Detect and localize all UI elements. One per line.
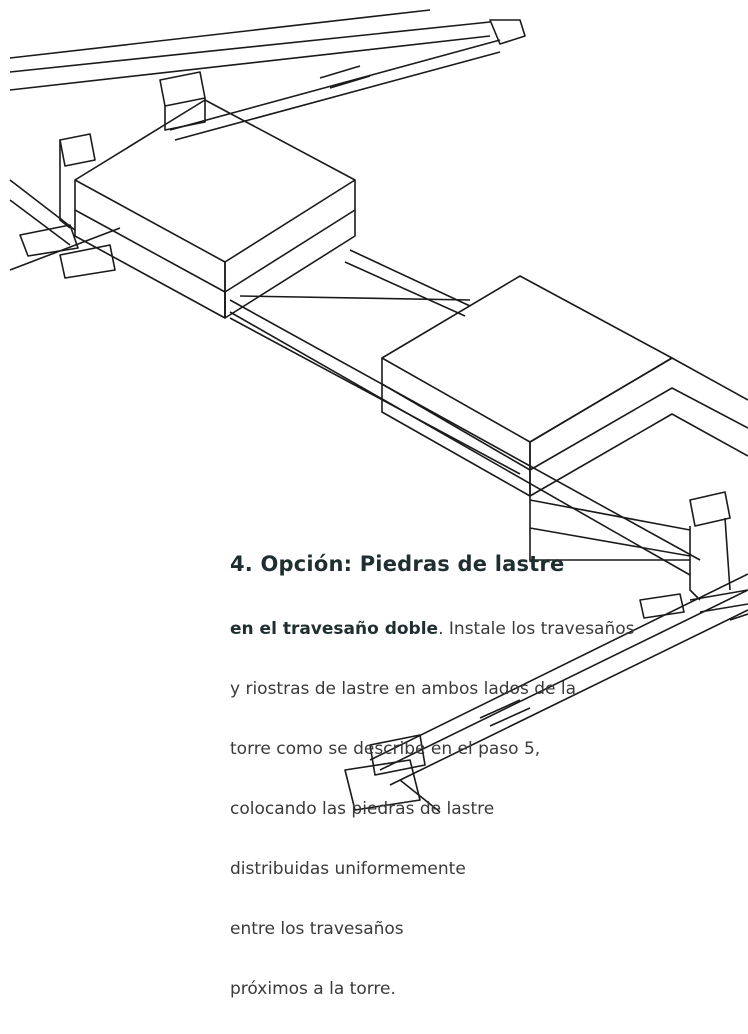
body-line: colocando las piedras de lastre	[230, 794, 748, 824]
step-body: en el travesaño doble. Instale los trave…	[230, 584, 748, 1034]
ballast-installation-illustration	[9, 9, 748, 813]
lower-long-rail	[344, 573, 748, 813]
body-line-text: y riostras de lastre en ambos lados de l…	[230, 679, 577, 699]
body-line-text: colocando las piedras de lastre	[230, 799, 495, 819]
body-line-text: próximos a la torre.	[230, 979, 396, 999]
ballast-stack-2	[381, 275, 748, 561]
body-line: entre los travesaños	[230, 914, 748, 944]
body-line-strong: en el travesaño doble	[230, 619, 439, 639]
body-line-text: torre como se describe en el paso 5,	[230, 739, 541, 759]
step-description: 4. Opción: Piedras de lastre en el trave…	[230, 552, 748, 1034]
body-line-text: distribuidas uniformemente	[230, 859, 466, 879]
body-line: próximos a la torre.	[230, 974, 748, 1004]
upper-rail	[9, 9, 526, 141]
ballast-stack-1	[74, 99, 356, 319]
body-line: distribuidas uniformemente	[230, 854, 748, 884]
step-heading: 4. Opción: Piedras de lastre	[230, 552, 565, 576]
body-line-text: . Instale los travesaños	[438, 619, 635, 639]
body-line: en el travesaño doble. Instale los trave…	[230, 614, 748, 644]
body-line: torre como se describe en el paso 5,	[230, 734, 748, 764]
body-line: y riostras de lastre en ambos lados de l…	[230, 674, 748, 704]
body-line-text: entre los travesaños	[230, 919, 404, 939]
lower-right-clamp	[639, 491, 748, 619]
upper-left-clamp	[9, 71, 206, 279]
